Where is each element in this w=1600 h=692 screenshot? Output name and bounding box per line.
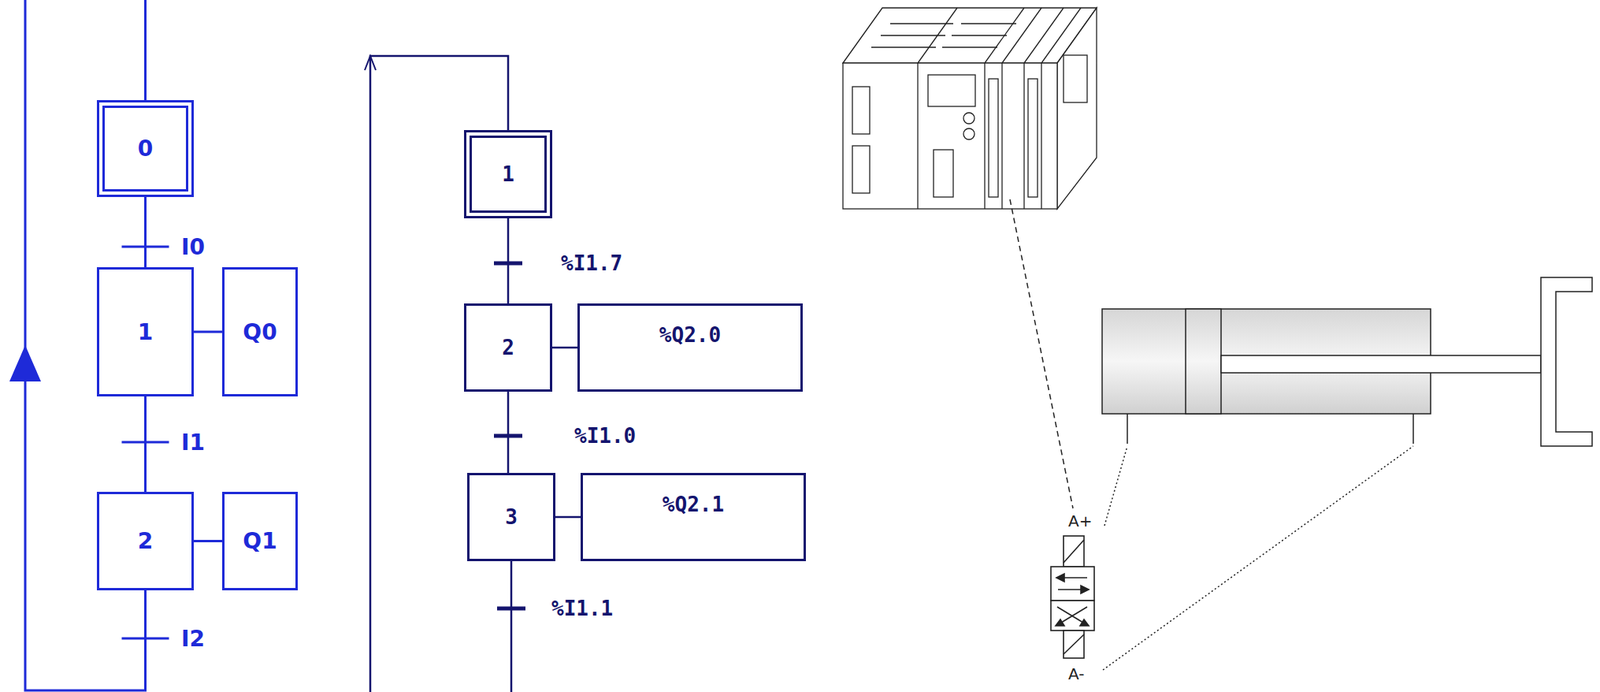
- leader-lines: [1102, 445, 1414, 670]
- grafcet-link: [555, 516, 581, 518]
- action-box: Q1: [222, 491, 298, 591]
- action-box: %Q2.1: [580, 472, 806, 561]
- grafcet-link: [122, 196, 170, 268]
- link-line: [193, 330, 223, 334]
- action-box: %Q2.0: [577, 303, 803, 392]
- initial-step-box: 1: [464, 129, 553, 219]
- step-box: 2: [96, 491, 194, 591]
- link-line: [507, 218, 510, 304]
- port-label: A+: [1068, 511, 1092, 531]
- step-text: %Q2.1: [662, 492, 724, 517]
- step-text: 2: [501, 335, 515, 360]
- cylinder-drawing: [1102, 277, 1593, 446]
- transition-label: I0: [181, 233, 205, 260]
- transition-label: %I1.7: [560, 251, 623, 275]
- step-box: 1: [96, 267, 194, 397]
- link-line: [193, 539, 223, 542]
- step-text: 1: [501, 162, 515, 186]
- transition-bar: [493, 434, 523, 439]
- grafcet-link: [122, 396, 170, 492]
- transition-bar: [122, 441, 170, 444]
- valve-symbol: [1050, 535, 1095, 658]
- step-text: Q0: [242, 319, 277, 346]
- link-line: [552, 346, 578, 349]
- action-box: Q0: [222, 267, 298, 397]
- transition-label: I1: [181, 429, 205, 456]
- step-text: 2: [137, 527, 153, 554]
- grafcet-link: [193, 540, 223, 542]
- link-line: [144, 196, 147, 268]
- initial-step-box: 0: [96, 100, 194, 197]
- step-text: %Q2.0: [659, 322, 721, 347]
- step-text: 3: [504, 504, 518, 529]
- arrow-head: [9, 345, 41, 382]
- dashed-link: [1009, 199, 1073, 509]
- transition-label: %I1.0: [574, 423, 636, 448]
- step-box: 2: [464, 303, 553, 392]
- transition-label: I2: [181, 625, 205, 652]
- transition-bar: [122, 637, 170, 640]
- plc-drawing: [842, 7, 1097, 209]
- grafcet-link: [493, 218, 523, 304]
- grafcet-link: [193, 331, 223, 333]
- grafcet-link: [552, 347, 578, 349]
- arrow-head: [364, 55, 376, 71]
- step-text: 0: [137, 135, 153, 162]
- transition-label: %I1.1: [551, 596, 613, 620]
- transition-bar: [122, 245, 170, 249]
- transition-bar: [497, 606, 526, 611]
- link-line: [144, 396, 147, 492]
- step-text: 1: [137, 319, 153, 346]
- step-text: Q1: [242, 527, 277, 554]
- step-box: 3: [467, 472, 556, 561]
- grafcet-link: [493, 391, 523, 473]
- link-line: [507, 391, 510, 473]
- port-label: A-: [1068, 664, 1084, 684]
- transition-bar: [493, 261, 523, 266]
- link-line: [555, 516, 581, 519]
